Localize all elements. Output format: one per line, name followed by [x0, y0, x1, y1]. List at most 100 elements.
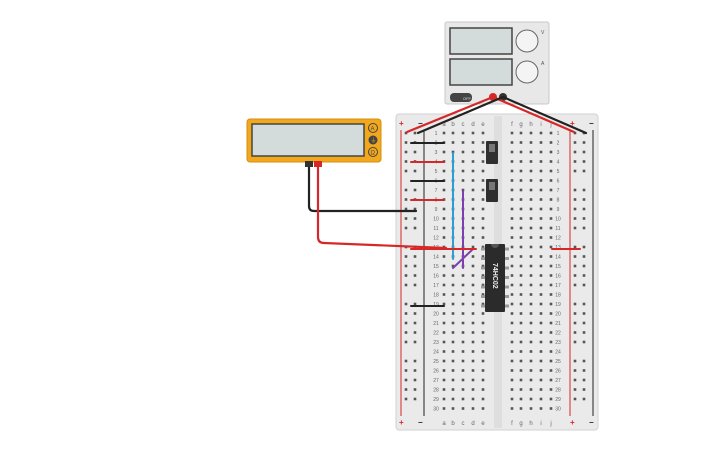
hole-f22[interactable]	[510, 331, 514, 334]
rail-hole-0-21[interactable]	[404, 321, 408, 325]
rail-hole-1-11[interactable]	[413, 226, 417, 230]
breadboard-holes[interactable]	[404, 131, 586, 410]
hole-j11[interactable]	[549, 226, 553, 230]
rail-hole-2-23[interactable]	[573, 340, 577, 344]
hole-f5[interactable]	[510, 169, 514, 173]
hole-f24[interactable]	[510, 350, 514, 353]
hole-e14[interactable]	[481, 255, 485, 258]
hole-h19[interactable]	[529, 302, 533, 306]
hole-h20[interactable]	[529, 312, 533, 315]
hole-c3[interactable]	[461, 150, 465, 154]
hole-a12[interactable]	[442, 236, 446, 239]
hole-h1[interactable]	[529, 131, 533, 135]
hole-j24[interactable]	[549, 350, 553, 353]
hole-i1[interactable]	[539, 131, 543, 135]
wire-supply-positive[interactable]	[405, 95, 495, 134]
hole-e3[interactable]	[481, 150, 485, 154]
hole-e22[interactable]	[481, 331, 485, 334]
hole-j16[interactable]	[549, 274, 553, 277]
rail-hole-2-9[interactable]	[573, 207, 577, 211]
rail-hole-0-25[interactable]	[404, 359, 408, 363]
hole-a23[interactable]	[442, 340, 446, 344]
hole-c5[interactable]	[461, 169, 465, 173]
hole-h2[interactable]	[529, 141, 533, 144]
rail-hole-2-8[interactable]	[573, 198, 577, 201]
rail-hole-0-20[interactable]	[404, 312, 408, 315]
hole-g5[interactable]	[519, 169, 523, 173]
hole-j6[interactable]	[549, 179, 553, 182]
hole-j17[interactable]	[549, 283, 553, 287]
hole-a3[interactable]	[442, 150, 446, 154]
hole-a22[interactable]	[442, 331, 446, 334]
hole-h26[interactable]	[529, 369, 533, 372]
hole-c27[interactable]	[461, 378, 465, 382]
voltage-knob[interactable]	[515, 29, 539, 53]
hole-a14[interactable]	[442, 255, 446, 258]
hole-e16[interactable]	[481, 274, 485, 277]
rail-hole-3-17[interactable]	[582, 283, 586, 287]
hole-i9[interactable]	[539, 207, 543, 211]
hole-g2[interactable]	[519, 141, 523, 144]
rail-hole-3-10[interactable]	[582, 217, 586, 220]
rail-hole-3-28[interactable]	[582, 388, 586, 391]
hole-i11[interactable]	[539, 226, 543, 230]
hole-g10[interactable]	[519, 217, 523, 220]
hole-d4[interactable]	[471, 160, 475, 163]
hole-h9[interactable]	[529, 207, 533, 211]
hole-g6[interactable]	[519, 179, 523, 182]
rail-hole-1-28[interactable]	[413, 388, 417, 391]
hole-d9[interactable]	[471, 207, 475, 211]
rail-hole-2-13[interactable]	[573, 245, 577, 249]
hole-h23[interactable]	[529, 340, 533, 344]
rail-hole-2-25[interactable]	[573, 359, 577, 363]
hole-d30[interactable]	[471, 407, 475, 410]
hole-g22[interactable]	[519, 331, 523, 334]
hole-d26[interactable]	[471, 369, 475, 372]
hole-d5[interactable]	[471, 169, 475, 173]
rail-hole-0-1[interactable]	[404, 131, 408, 135]
rail-hole-1-22[interactable]	[413, 331, 417, 334]
multimeter[interactable]: A ⏚ Ω	[246, 118, 382, 167]
rail-hole-1-9[interactable]	[413, 207, 417, 211]
wires[interactable]	[307, 95, 588, 307]
rail-hole-3-26[interactable]	[582, 369, 586, 372]
hole-j9[interactable]	[549, 207, 553, 211]
wire-supply-negative[interactable]	[416, 95, 505, 135]
hole-i19[interactable]	[539, 302, 543, 306]
hole-j4[interactable]	[549, 160, 553, 163]
rail-hole-1-7[interactable]	[413, 188, 417, 192]
rail-hole-2-3[interactable]	[573, 150, 577, 154]
rail-hole-3-20[interactable]	[582, 312, 586, 315]
hole-b1[interactable]	[451, 131, 455, 135]
hole-h5[interactable]	[529, 169, 533, 173]
rail-hole-0-17[interactable]	[404, 283, 408, 287]
hole-g19[interactable]	[519, 302, 523, 306]
hole-f1[interactable]	[510, 131, 514, 135]
rail-hole-2-11[interactable]	[573, 226, 577, 230]
wire-meter-v[interactable]	[316, 163, 448, 250]
hole-j26[interactable]	[549, 369, 553, 372]
wire-supply-positive-right[interactable]	[491, 95, 576, 134]
hole-d19[interactable]	[471, 302, 475, 306]
rail-hole-2-1[interactable]	[573, 131, 577, 135]
rail-hole-3-21[interactable]	[582, 321, 586, 325]
hole-j25[interactable]	[549, 359, 553, 363]
rail-hole-0-14[interactable]	[404, 255, 408, 258]
hole-e28[interactable]	[481, 388, 485, 391]
hole-j7[interactable]	[549, 188, 553, 192]
hole-i4[interactable]	[539, 160, 543, 163]
hole-b20[interactable]	[451, 312, 455, 315]
hole-d24[interactable]	[471, 350, 475, 353]
hole-h21[interactable]	[529, 321, 533, 325]
hole-i8[interactable]	[539, 198, 543, 201]
hole-i23[interactable]	[539, 340, 543, 344]
hole-h11[interactable]	[529, 226, 533, 230]
hole-e13[interactable]	[481, 245, 485, 249]
rail-hole-0-19[interactable]	[404, 302, 408, 306]
hole-a15[interactable]	[442, 264, 446, 268]
hole-j8[interactable]	[549, 198, 553, 201]
hole-g17[interactable]	[519, 283, 523, 287]
hole-e18[interactable]	[481, 293, 485, 296]
hole-d7[interactable]	[471, 188, 475, 192]
